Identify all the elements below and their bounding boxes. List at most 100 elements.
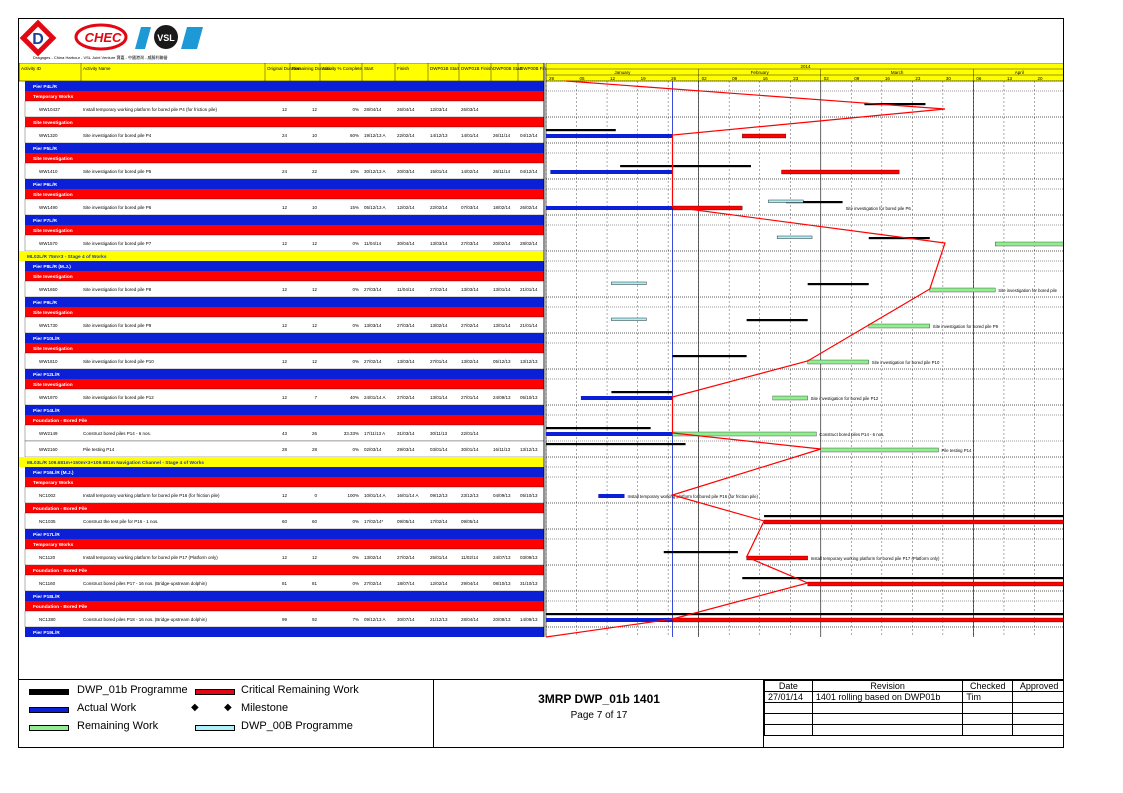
activity-cell: 0%	[352, 519, 359, 524]
wbs-label: Foundation - Bored Pile	[33, 568, 87, 574]
rev-header-approved: Approved	[1012, 680, 1063, 692]
activity-cell: 14/02/14	[461, 169, 479, 174]
activity-cell: 0%	[352, 241, 359, 246]
activity-cell: 13/03/14	[397, 359, 415, 364]
critical-bar	[672, 205, 743, 211]
rev-cell	[811, 702, 964, 714]
rev-cell: 27/01/14	[764, 691, 813, 703]
legend-label-dwp00b: DWP_00B Programme	[241, 720, 353, 732]
activity-cell: 11/02/14	[461, 555, 479, 560]
wbs-band	[25, 261, 544, 271]
legend-swatch-dwp00b	[195, 725, 235, 731]
activity-cell: 27/02/14	[461, 323, 479, 328]
wbs-band	[25, 627, 544, 637]
activity-cell: 27/02/14	[364, 359, 382, 364]
legend-label-dwp01b: DWP_01b Programme	[77, 684, 188, 696]
wbs-label: Pier P10L/R	[33, 336, 60, 342]
actual-bar	[550, 170, 673, 174]
activity-cell: 28/02/14	[520, 241, 538, 246]
column-header: Remaining Duration	[292, 66, 332, 71]
critical-bar	[807, 581, 1063, 587]
activity-cell: WW1650	[39, 287, 58, 292]
activity-cell: 10/01/14 A	[364, 493, 386, 498]
activity-cell: 26/03/14	[461, 107, 479, 112]
rev-cell	[962, 724, 1014, 736]
critical-bar	[672, 617, 1063, 623]
activity-cell: Site investigation for bored pile P10	[83, 359, 154, 364]
rev-cell: Tim	[962, 691, 1014, 703]
wbs-band	[25, 307, 544, 317]
legend: DWP_01b Programme Critical Remaining Wor…	[19, 679, 433, 747]
activity-cell: 07/03/14	[461, 205, 479, 210]
activity-cell: 16/11/13	[493, 447, 511, 452]
activity-cell: 08/10/13	[493, 581, 511, 586]
activity-cell: 27/03/14	[364, 287, 382, 292]
dwp01b-bar	[672, 355, 747, 358]
dwp01b-bar	[807, 283, 869, 286]
dwp00b-bar	[611, 317, 647, 321]
activity-cell: 100%	[347, 493, 359, 498]
activity-cell: 13/02/14	[461, 359, 479, 364]
activity-cell: 24/07/13	[493, 555, 511, 560]
remaining-bar	[995, 241, 1063, 247]
activity-cell: 26/11/14	[493, 133, 511, 138]
activity-cell: Construct the test pile for P16 - 1 nos.	[83, 519, 159, 524]
timescale-week: 16	[885, 76, 891, 81]
schedule-sheet: D CHEC VSL Dragages - China Harbour - VS…	[18, 18, 1064, 748]
activity-cell: 0%	[352, 447, 359, 452]
activity-cell: 02/03/14	[364, 447, 382, 452]
activity-cell: 14/09/13	[520, 617, 538, 622]
activity-cell: 7%	[352, 617, 359, 622]
activity-cell: 21/01/14	[520, 287, 538, 292]
rev-cell	[1012, 724, 1063, 736]
activity-cell: 12	[312, 323, 318, 328]
bar-label: Install temporary working platform for b…	[811, 556, 940, 561]
activity-cell: 12	[282, 323, 288, 328]
activity-cell: 11/04/14	[364, 241, 382, 246]
wbs-band	[25, 143, 544, 153]
wbs-band	[25, 91, 544, 101]
activity-cell: 10	[312, 133, 318, 138]
wbs-label: Foundation - Bored Pile	[33, 418, 87, 424]
wbs-band	[25, 565, 544, 575]
activity-cell: 0%	[352, 107, 359, 112]
activity-cell: WW1320	[39, 133, 58, 138]
activity-cell: 25/01/14	[430, 555, 448, 560]
activity-cell: 18/02/14	[493, 205, 511, 210]
document-title: 3MRP DWP_01b 1401	[538, 692, 660, 706]
activity-cell: 04/09/13	[493, 493, 511, 498]
activity-cell: 20/08/13	[493, 617, 511, 622]
activity-cell: 05/10/13	[520, 395, 538, 400]
rev-cell	[962, 713, 1014, 725]
activity-cell: 03/01/14	[430, 447, 448, 452]
wbs-label: Pier P16L/R (M.J.)	[33, 470, 74, 476]
actual-bar	[598, 494, 625, 498]
wbs-label: Site Investigation	[33, 382, 73, 388]
page-number: Page 7 of 17	[570, 710, 628, 721]
critical-bar	[763, 519, 1063, 525]
jv-caption: Dragages - China Harbour - VSL Joint Ven…	[33, 55, 168, 60]
wbs-label: Pier P7L/R	[33, 218, 58, 224]
timescale-week: 26	[671, 76, 677, 81]
activity-cell: 21/12/13	[430, 617, 448, 622]
activity-cell: 27/03/14	[397, 323, 415, 328]
activity-cell: 43	[282, 431, 288, 436]
actual-bar	[580, 396, 673, 400]
activity-cell: Site investigation for bored pile P5	[83, 169, 152, 174]
activity-cell: NC1002	[39, 493, 56, 498]
legend-label-remaining: Remaining Work	[77, 720, 159, 732]
dwp01b-bar	[868, 237, 930, 240]
wbs-band	[19, 251, 544, 261]
activity-cell: 99	[282, 617, 288, 622]
activity-cell: Construct bored piles P14 - 6 nos.	[83, 431, 151, 436]
activity-cell: Install temporary working platform for b…	[83, 493, 220, 498]
actual-bar	[546, 432, 673, 436]
timescale-week: 05	[580, 76, 586, 81]
activity-cell: 04/12/14	[520, 169, 538, 174]
activity-cell: 12	[282, 241, 288, 246]
activity-cell: 13/01/14	[493, 287, 511, 292]
legend-swatch-remaining	[29, 725, 69, 731]
activity-cell: 12/02/14	[430, 581, 448, 586]
activity-cell: 12	[312, 555, 318, 560]
wbs-label: Pier P6L/R	[33, 182, 58, 188]
